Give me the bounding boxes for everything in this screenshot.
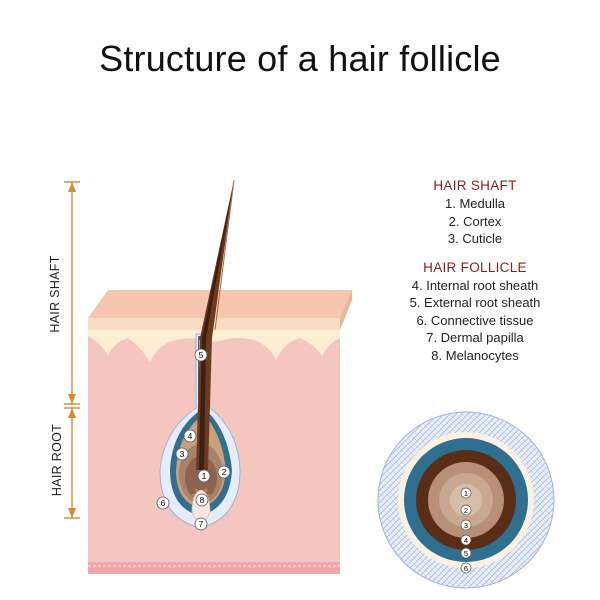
legend-item: 7. Dermal papilla bbox=[426, 330, 524, 345]
svg-text:6: 6 bbox=[161, 498, 166, 508]
page-title: Structure of a hair follicle bbox=[99, 38, 501, 79]
marker-3: 3 bbox=[175, 447, 189, 461]
marker-5: 5 bbox=[194, 348, 208, 362]
legend-item: 5. External root sheath bbox=[409, 295, 541, 310]
cs-marker-1: 1 bbox=[460, 487, 472, 499]
marker-6: 6 bbox=[156, 496, 170, 510]
hair-shaft-side-label: HAIR SHAFT bbox=[48, 255, 62, 333]
cs-marker-2: 2 bbox=[460, 504, 472, 516]
svg-text:5: 5 bbox=[464, 549, 468, 558]
legend-follicle-heading: HAIR FOLLICLE bbox=[423, 259, 527, 275]
svg-text:4: 4 bbox=[188, 431, 193, 441]
dimension-arrows bbox=[64, 181, 80, 519]
svg-text:4: 4 bbox=[464, 536, 468, 545]
cross-section bbox=[377, 411, 555, 589]
legend-shaft-heading: HAIR SHAFT bbox=[433, 178, 517, 193]
cs-marker-5: 5 bbox=[460, 547, 472, 559]
skin-block bbox=[88, 290, 352, 574]
follicle-markers: 5 4 3 1 2 8 6 7 bbox=[156, 348, 231, 531]
svg-text:8: 8 bbox=[200, 495, 205, 505]
svg-text:1: 1 bbox=[202, 471, 207, 481]
legend-item: 1. Medulla bbox=[445, 196, 505, 211]
cs-marker-3: 3 bbox=[460, 519, 472, 531]
marker-2: 2 bbox=[217, 465, 231, 479]
legend-item: 2. Cortex bbox=[448, 213, 502, 229]
hair-root-side-label: HAIR ROOT bbox=[50, 423, 64, 497]
svg-text:5: 5 bbox=[199, 350, 204, 360]
legend: HAIR SHAFT 1. Medulla 2. Cortex 3. Cutic… bbox=[380, 178, 570, 364]
marker-1: 1 bbox=[197, 469, 211, 483]
hair-shaft bbox=[196, 179, 235, 470]
cs-marker-6: 6 bbox=[460, 562, 472, 574]
legend-item: 3. Cuticle bbox=[447, 231, 503, 246]
svg-text:3: 3 bbox=[180, 449, 185, 459]
svg-text:2: 2 bbox=[222, 467, 227, 477]
svg-text:2: 2 bbox=[464, 506, 468, 515]
svg-text:7: 7 bbox=[199, 519, 204, 529]
svg-text:3: 3 bbox=[464, 521, 468, 530]
legend-item: 4. Internal root sheath bbox=[411, 277, 539, 293]
legend-item: 8. Melanocytes bbox=[431, 347, 519, 363]
marker-7: 7 bbox=[194, 517, 208, 531]
legend-item: 6. Connective tissue bbox=[416, 312, 534, 328]
cross-section-markers: 1 2 3 4 5 6 bbox=[460, 487, 472, 574]
svg-text:6: 6 bbox=[464, 564, 468, 573]
svg-text:1: 1 bbox=[464, 489, 468, 498]
marker-8: 8 bbox=[195, 493, 209, 507]
marker-4: 4 bbox=[183, 429, 197, 443]
cs-marker-4: 4 bbox=[460, 534, 472, 546]
